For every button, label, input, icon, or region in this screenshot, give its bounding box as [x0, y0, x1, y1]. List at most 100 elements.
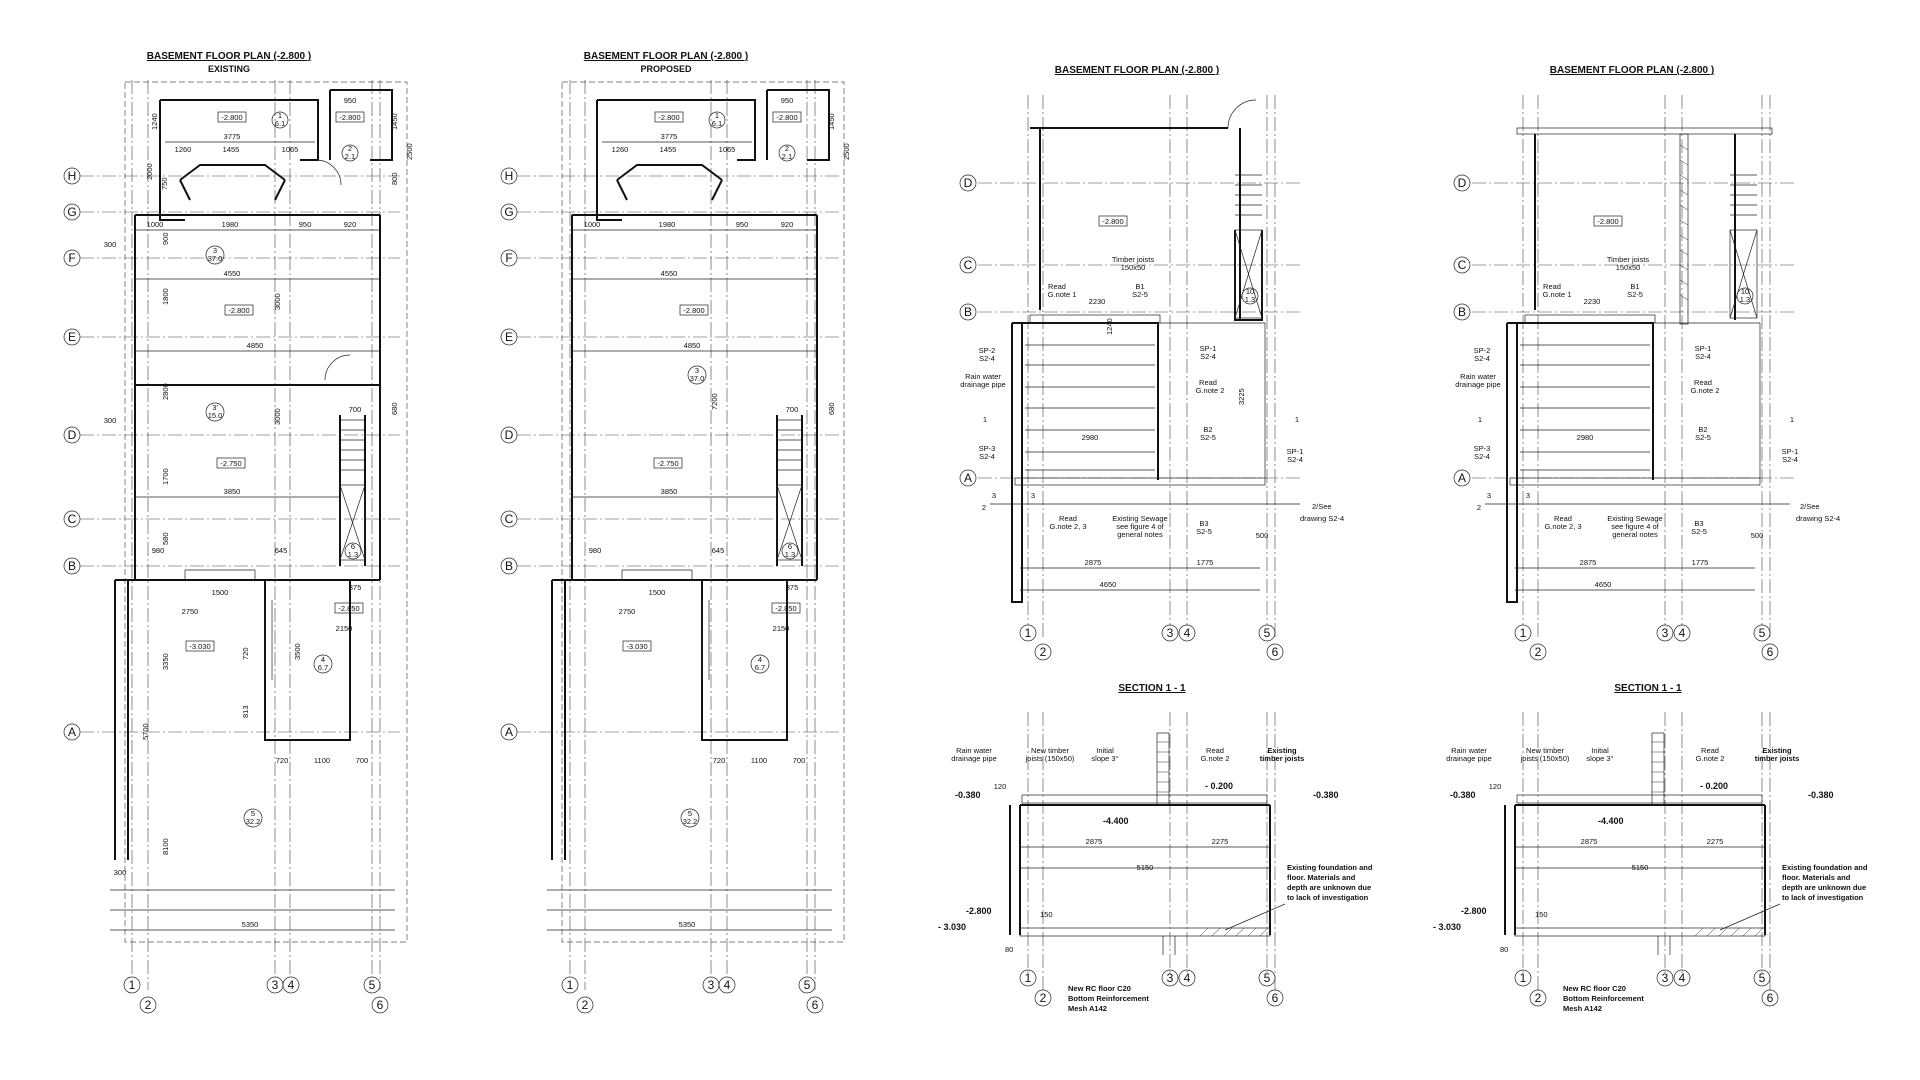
room-area: 6.7: [318, 663, 328, 672]
grid-col-3: 3: [708, 978, 715, 992]
grid-col-6: 6: [812, 998, 819, 1012]
room-number: 2: [785, 144, 789, 153]
level-tag: -3.030: [626, 642, 647, 651]
section-cut-label: 1: [1478, 415, 1482, 424]
note-text: Read: [1694, 378, 1712, 387]
note-text: S2-4: [1474, 354, 1490, 363]
note-text: Bottom Reinforcement: [1563, 994, 1644, 1003]
room-area: 37.0: [208, 254, 223, 263]
grid-col-2: 2: [582, 998, 589, 1012]
section-title: SECTION 1 - 1: [1118, 683, 1186, 694]
note-text: drainage pipe: [951, 754, 996, 763]
room-area: 6.1: [275, 119, 285, 128]
room-area: 2.1: [345, 152, 355, 161]
dim-text: 1500: [649, 588, 666, 597]
note-text: Read: [1048, 282, 1066, 291]
dim-text: 680: [390, 402, 399, 415]
grid-col-5: 5: [1264, 626, 1271, 640]
plan-title: BASEMENT FLOOR PLAN (-2.800 ): [147, 51, 311, 62]
dim-text: 750: [160, 177, 169, 190]
room-area: 32.2: [246, 817, 261, 826]
dim-text: 980: [589, 546, 602, 555]
dim-text: 7200: [710, 393, 719, 410]
note-text: S2-4: [1474, 452, 1490, 461]
room-number: 3': [212, 403, 218, 412]
dim-text: 5150: [1632, 863, 1649, 872]
dim-text: 1260: [612, 145, 629, 154]
dim-text: 4850: [684, 341, 701, 350]
grid-label-A: A: [964, 471, 972, 485]
grid-label-D: D: [964, 176, 973, 190]
grid-bubbles-rows: H G F E D C B A: [500, 167, 518, 741]
grid-col-4: 4: [1679, 626, 1686, 640]
level-tag: -2.850: [338, 604, 359, 613]
note-text: New RC floor C20: [1563, 984, 1626, 993]
plan-title: BASEMENT FLOOR PLAN (-2.800 ): [1550, 65, 1714, 76]
section-cut-label: 1: [983, 415, 987, 424]
grid-label-C: C: [1458, 258, 1467, 272]
note-text: SP-1: [1200, 344, 1217, 353]
room-number: 3: [213, 246, 217, 255]
note-text: Bottom Reinforcement: [1068, 994, 1149, 1003]
dim-text: 2500: [405, 143, 414, 160]
note-text: Rain water: [1451, 746, 1487, 755]
level-mark: -0.380: [955, 790, 981, 800]
note-text: Rain water: [965, 372, 1001, 381]
dim-text: 300: [104, 416, 117, 425]
level-tag: -3.030: [189, 642, 210, 651]
dim-text: 2275: [1212, 837, 1229, 846]
walls: [551, 89, 830, 860]
dim-text: 2500: [842, 143, 851, 160]
note-text: S2-5: [1695, 433, 1711, 442]
dim-text: 1065: [719, 145, 736, 154]
dimensions: 3775 1455 1260 1065 950 1450 2500 1000 1…: [547, 96, 851, 931]
dim-text: 1455: [223, 145, 240, 154]
level-mark: -0.380: [1450, 790, 1476, 800]
grid-col-4: 4: [288, 978, 295, 992]
plan-structural-right: BASEMENT FLOOR PLAN (-2.800 ) D C B A 1 …: [1453, 65, 1840, 661]
grid-cols: 1 2 3 4 5 6: [1514, 95, 1779, 661]
note-text: depth are unknown due: [1782, 883, 1866, 892]
note-text: S2-5: [1132, 290, 1148, 299]
dim-text: 2980: [1577, 433, 1594, 442]
room-area: 1.3: [1245, 295, 1255, 304]
note-text: B2: [1203, 425, 1212, 434]
dim-text: 4550: [661, 269, 678, 278]
room-number: 4: [321, 655, 325, 664]
grid-col-3: 3: [1167, 971, 1174, 985]
grid-cols: 1 2 3 4 5 6: [123, 80, 389, 1014]
level-mark: -0.380: [1313, 790, 1339, 800]
dim-text: 800: [390, 172, 399, 185]
section-annotations: Rain water drainage pipe New timber jois…: [938, 746, 1373, 1013]
note-text: Existing Sewage: [1112, 514, 1167, 523]
grid-label-H: H: [505, 169, 514, 183]
grid-col-2: 2: [1535, 991, 1542, 1005]
grid-rows: [80, 175, 400, 733]
note-text: SP-3: [1474, 444, 1491, 453]
dim-text: 720: [713, 756, 726, 765]
dimensions: 3775 1455 1260 1065 950 1240 1450 2500 8…: [104, 96, 414, 931]
room-area: 2.1: [782, 152, 792, 161]
note-text: Existing Sewage: [1607, 514, 1662, 523]
note-text: floor. Materials and: [1782, 873, 1851, 882]
room-number: 4: [758, 655, 762, 664]
dim-text: 2875: [1580, 558, 1597, 567]
room-number: 6: [351, 542, 355, 551]
grid-cols: 1 2 3 4 5 6: [561, 80, 824, 1014]
section-cut-label: 2: [1477, 503, 1481, 512]
dim-text: 3775: [224, 132, 241, 141]
note-text: New timber: [1526, 746, 1564, 755]
note-text: SP-2: [979, 346, 996, 355]
dim-text: 3000: [273, 293, 282, 310]
grid-bubbles-rows: H G F E D C B A: [63, 167, 81, 741]
dim-text: 80: [1005, 945, 1013, 954]
grid-label-C: C: [505, 512, 514, 526]
grid-label-F: F: [505, 251, 512, 265]
room-area: 15.0: [208, 411, 223, 420]
note-text: drainage pipe: [960, 380, 1005, 389]
dim-text: 2150: [773, 624, 790, 633]
note-text: Mesh A142: [1563, 1004, 1602, 1013]
note-text: drawing S2-4: [1300, 514, 1344, 523]
grid-col-2: 2: [1040, 991, 1047, 1005]
